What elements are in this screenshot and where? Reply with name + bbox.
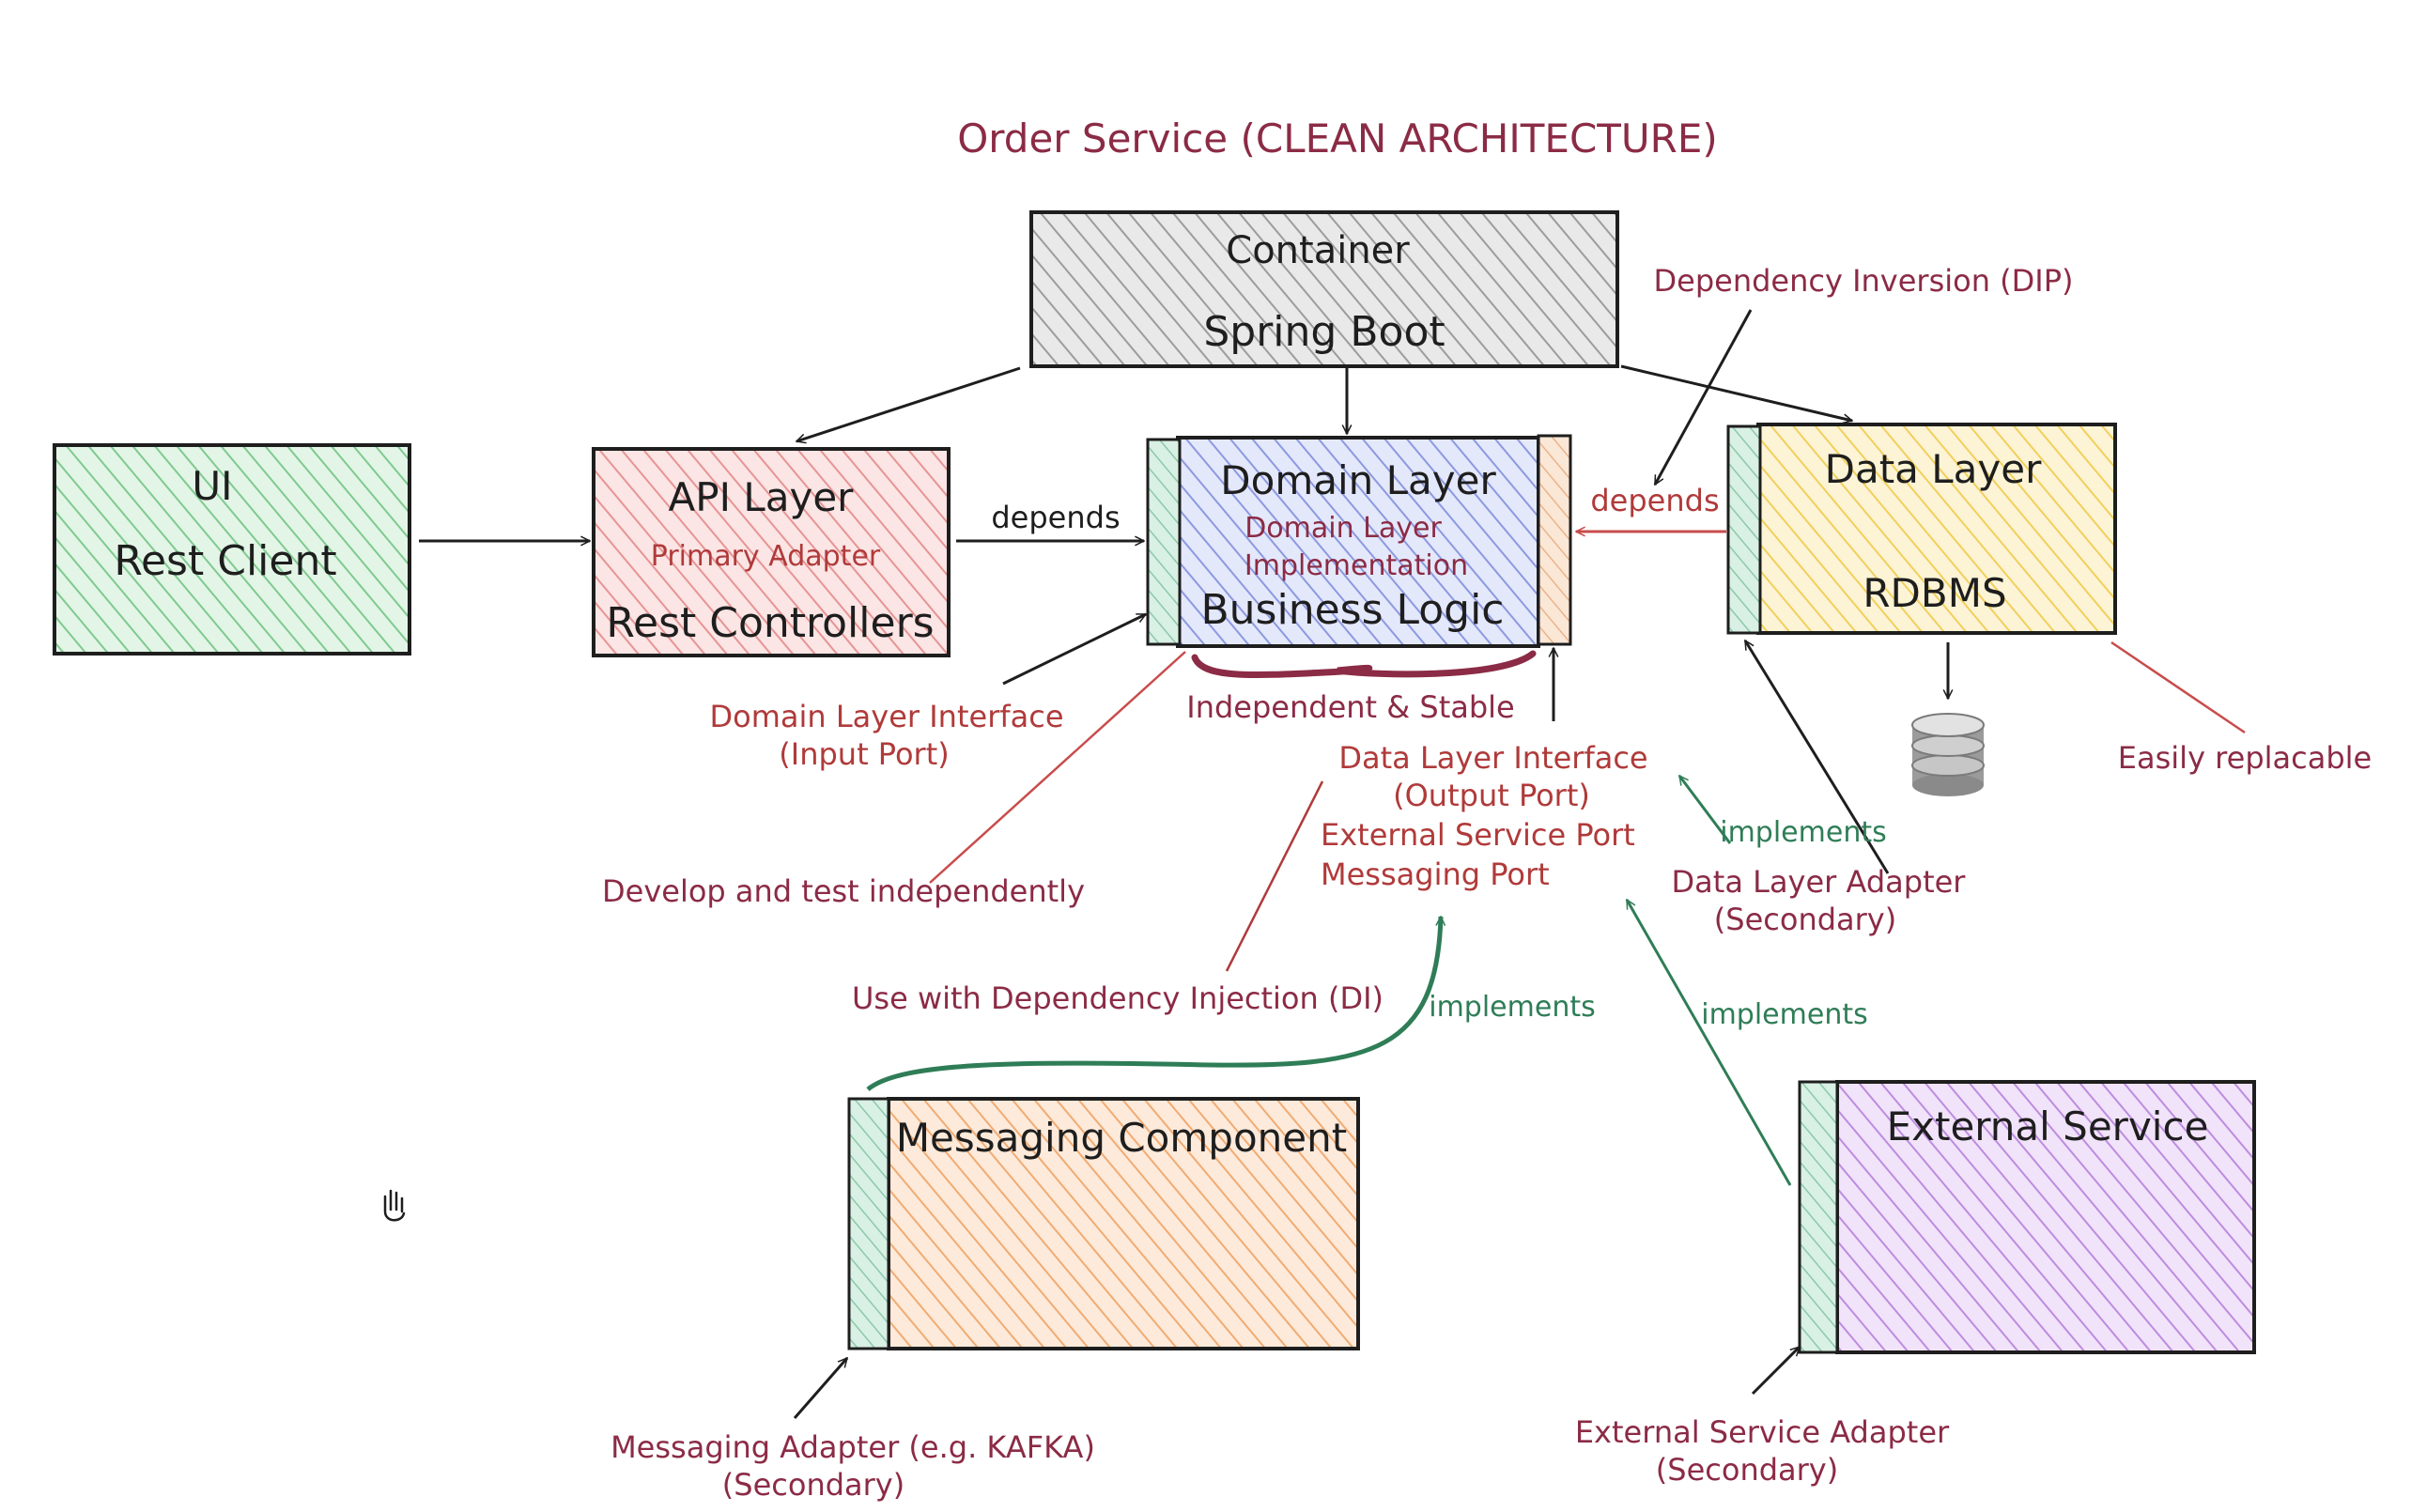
implements-external-label: implements (1701, 998, 1867, 1031)
data-adapter-label-1: Data Layer Adapter (1672, 864, 1967, 900)
arrows-dark (419, 309, 1890, 1419)
implements-messaging-label: implements (1429, 991, 1595, 1024)
arrow-messaging-implements (866, 917, 1441, 1091)
business-logic-label: Business Logic (1200, 586, 1504, 634)
input-port (1146, 438, 1182, 646)
domain-interface-label-1: Domain Layer Interface (710, 699, 1064, 734)
data-interface-label-2: (Output Port) (1393, 778, 1590, 813)
dip-label: Dependency Inversion (DIP) (1653, 263, 2073, 299)
ui-box[interactable]: UI Rest Client (53, 443, 411, 656)
domain-layer-box[interactable]: Domain Layer Domain Layer Implementation… (1146, 434, 1572, 648)
domain-interface-label-2: (Input Port) (779, 736, 949, 772)
spring-boot-label: Spring Boot (1203, 308, 1445, 356)
primary-adapter-label: Primary Adapter (651, 540, 881, 573)
diagram-title: Order Service (CLEAN ARCHITECTURE) (957, 116, 1718, 162)
arrows-green (866, 776, 1792, 1186)
depends-api-label: depends (991, 500, 1120, 535)
domain-layer-label: Domain Layer (1220, 457, 1496, 503)
messaging-adapter-label-2: (Secondary) (722, 1467, 904, 1503)
data-port (1726, 424, 1762, 635)
arrow-domain-interface (1002, 612, 1146, 686)
domain-sub2-label: Implementation (1244, 549, 1468, 582)
arrow-container-to-api (796, 366, 1021, 441)
data-adapter-label-2: (Secondary) (1714, 902, 1896, 937)
hand-cursor-icon (383, 1189, 406, 1222)
arrow-external-implements (1625, 900, 1792, 1186)
arrow-data-adapter (1743, 640, 1890, 874)
output-port (1537, 434, 1572, 646)
arrow-container-to-data (1620, 364, 1852, 421)
external-service-box[interactable]: External Service (1798, 1080, 2256, 1354)
external-port (1798, 1080, 1839, 1354)
independent-label: Independent & Stable (1186, 689, 1514, 725)
depends-data-label: depends (1590, 483, 1719, 518)
arrow-messaging-adapter (793, 1358, 849, 1419)
messaging-port-label: Messaging Port (1321, 856, 1550, 892)
data-interface-label-1: Data Layer Interface (1338, 740, 1647, 776)
rest-client-label: Rest Client (114, 537, 336, 585)
easily-replacable-label: Easily replacable (2118, 740, 2372, 776)
api-layer-label: API Layer (669, 474, 855, 520)
external-port-label: External Service Port (1321, 817, 1635, 853)
independent-brace (1191, 650, 1537, 678)
container-box[interactable]: Container Spring Boot (1029, 210, 1619, 368)
annotation-lines (929, 640, 2246, 972)
api-layer-box[interactable]: API Layer Primary Adapter Rest Controlle… (592, 447, 951, 657)
messaging-component-box[interactable]: Messaging Component (847, 1097, 1360, 1350)
messaging-component-label: Messaging Component (896, 1115, 1347, 1161)
arrow-external-adapter (1751, 1347, 1800, 1396)
arrow-data-adapter-implements (1677, 776, 1732, 844)
external-adapter-label-2: (Secondary) (1656, 1452, 1838, 1488)
rest-controllers-label: Rest Controllers (606, 599, 934, 647)
external-service-label: External Service (1887, 1103, 2209, 1149)
database-icon (1911, 642, 1985, 796)
rdbms-label: RDBMS (1863, 570, 2006, 616)
external-adapter-label-1: External Service Adapter (1575, 1414, 1950, 1450)
messaging-adapter-label-1: Messaging Adapter (e.g. KAFKA) (611, 1429, 1095, 1465)
data-layer-box[interactable]: Data Layer RDBMS (1726, 423, 2117, 635)
use-di-label: Use with Dependency Injection (DI) (852, 980, 1384, 1016)
arrow-dip (1653, 309, 1753, 485)
container-label: Container (1226, 229, 1410, 272)
ui-label: UI (192, 463, 232, 509)
implements-data-label: implements (1720, 816, 1886, 849)
data-layer-label: Data Layer (1825, 446, 2042, 492)
develop-label: Develop and test independently (602, 873, 1085, 909)
messaging-port (847, 1097, 890, 1350)
domain-sub1-label: Domain Layer (1244, 512, 1442, 545)
